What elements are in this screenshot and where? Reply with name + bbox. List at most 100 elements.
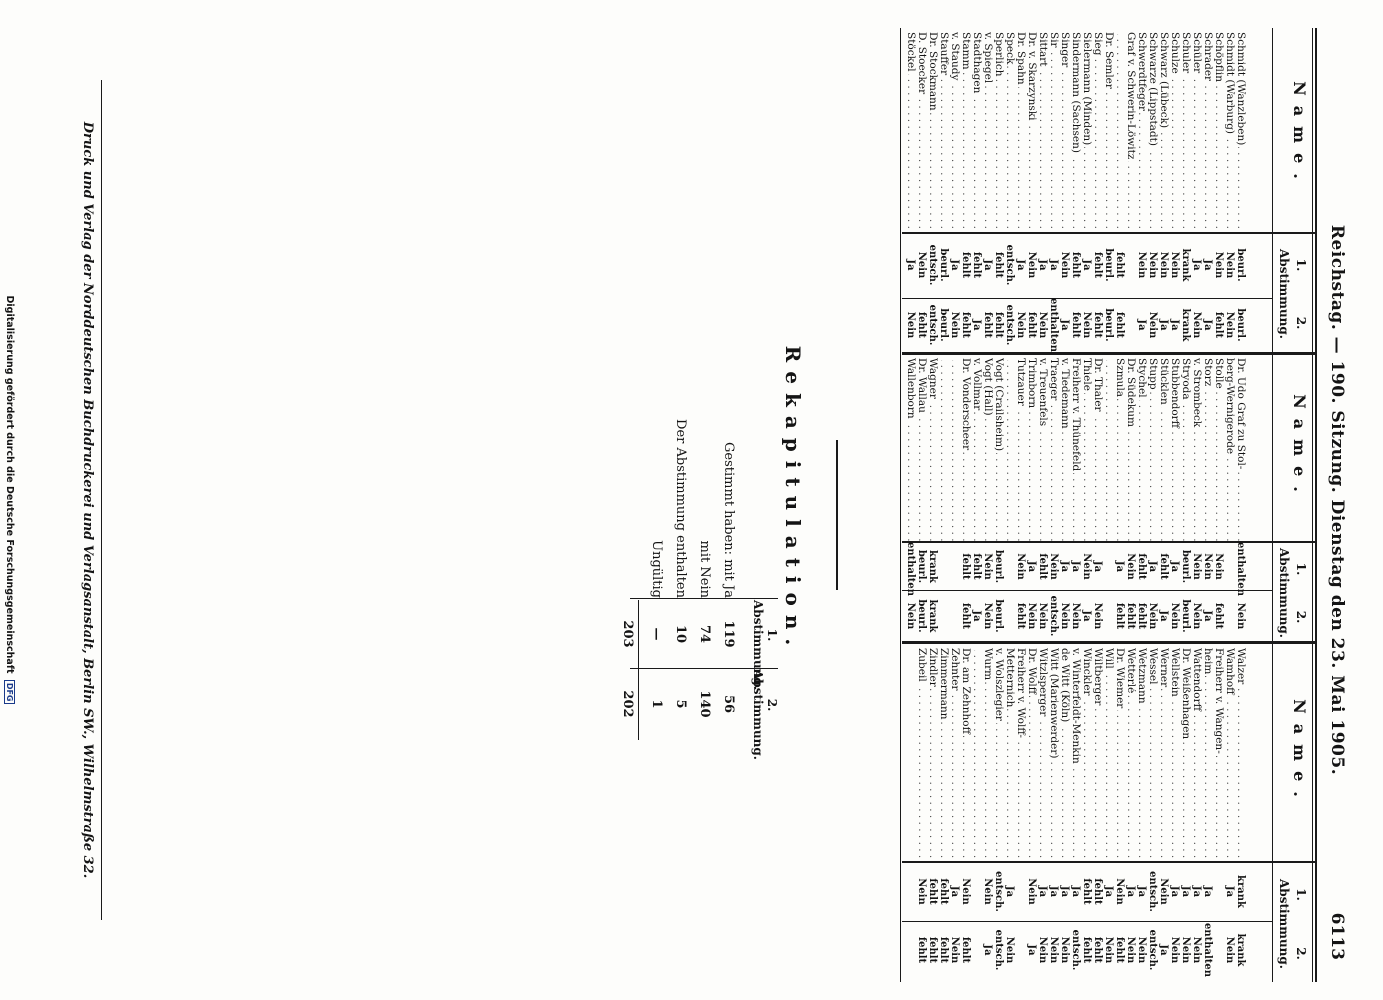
member-name: Wetzmann bbox=[1136, 648, 1147, 706]
vote-1: Nein bbox=[1136, 251, 1147, 279]
vote-1: beurl. bbox=[1103, 248, 1114, 282]
member-name: Sielermann (Minden) bbox=[1081, 32, 1092, 148]
recap-total-2: 202 bbox=[620, 690, 635, 718]
member-name: Stolle bbox=[1213, 358, 1224, 391]
table-row: SchülerJaNein bbox=[1191, 32, 1202, 352]
vote-2: Nein bbox=[1136, 936, 1147, 964]
member-name: Dr. Spahn bbox=[1015, 32, 1026, 87]
vote-1: Ja bbox=[1191, 259, 1202, 271]
table-row: StadthagenfehltJa bbox=[971, 32, 982, 352]
vote-1: Nein bbox=[1202, 553, 1213, 580]
vote-column-header: 1.2. Abstimmung. bbox=[1275, 865, 1309, 983]
vote-2: fehlt bbox=[1125, 602, 1136, 630]
table-row: Dr. SpahnJaNein bbox=[1015, 32, 1026, 352]
vote-1: Ja bbox=[1059, 560, 1070, 573]
member-name: Walzer bbox=[1235, 648, 1246, 687]
vote-1 bbox=[1224, 542, 1235, 591]
table-row: v. VollmarfehltJa bbox=[971, 358, 982, 641]
vote-1: entsch. bbox=[993, 871, 1004, 912]
vote-1: Ja bbox=[1037, 259, 1048, 271]
digitization-note: Digitalisierung gefördert durch die Deut… bbox=[4, 0, 15, 1000]
table-row bbox=[971, 648, 982, 979]
vote-2: Ja bbox=[1059, 319, 1070, 331]
table-row: MetternichJaNein bbox=[1004, 648, 1015, 979]
vote-2: fehlt bbox=[1081, 936, 1092, 964]
vote-1: Ja bbox=[1147, 560, 1158, 573]
vote-2: fehlt bbox=[982, 311, 993, 339]
member-name: Schöpflin bbox=[1213, 32, 1224, 85]
table-row bbox=[1103, 358, 1114, 641]
vote-one-header: 1. bbox=[1294, 562, 1308, 576]
member-name: Schulze bbox=[1169, 32, 1180, 76]
vote-2: Nein bbox=[1191, 311, 1202, 339]
digitization-note-text: Digitalisierung gefördert durch die Deut… bbox=[4, 295, 15, 674]
vote-1: Nein bbox=[1048, 553, 1059, 580]
vote-2: Ja bbox=[971, 610, 982, 622]
member-name: Freiherr v. Wolff- bbox=[1015, 648, 1026, 740]
vote-1: Ja bbox=[1103, 885, 1114, 898]
vote-2: Nein bbox=[1004, 936, 1015, 964]
vote-1: fehlt bbox=[1092, 878, 1103, 905]
vote-1 bbox=[949, 542, 960, 591]
vote-2: Nein bbox=[1235, 602, 1246, 630]
vote-1: fehlt bbox=[971, 553, 982, 580]
table-row: Schulerkrankkrank bbox=[1180, 32, 1191, 352]
vote-2: Ja bbox=[1136, 319, 1147, 331]
vote-2: Ja bbox=[1026, 944, 1037, 956]
vote-1 bbox=[1103, 542, 1114, 591]
vote-2: fehlt bbox=[1213, 311, 1224, 339]
vote-2: entsch. bbox=[1070, 929, 1081, 971]
vote-1: fehlt bbox=[1136, 553, 1147, 580]
table-row: D. StoeckerNeinfehlt bbox=[916, 32, 927, 352]
vote-2: Nein bbox=[1037, 311, 1048, 339]
recap-label: Der Abstimmung enthalten bbox=[673, 419, 688, 598]
member-name: Dr. Stockmann bbox=[927, 32, 938, 113]
member-name: Sieg bbox=[1092, 32, 1103, 58]
member-name: v. Winterfeldt-Menkin bbox=[1070, 648, 1081, 766]
vote-2: fehlt bbox=[1136, 602, 1147, 630]
vote-1: Nein bbox=[1147, 251, 1158, 279]
member-name bbox=[938, 358, 949, 360]
column-separator bbox=[902, 641, 1315, 644]
recap-label: Ungültig bbox=[649, 540, 664, 598]
vote-1: Ja bbox=[1169, 885, 1180, 898]
table-row: Freiherr v. Wolff- bbox=[1015, 648, 1026, 979]
table-row: heimJaenthalten bbox=[1202, 648, 1213, 979]
member-name: Tutzauer bbox=[1015, 358, 1026, 408]
vote-2: Nein bbox=[1169, 602, 1180, 630]
vote-1 bbox=[1213, 862, 1224, 921]
vote-1: beurl. bbox=[938, 248, 949, 282]
vote-2: krank bbox=[1235, 933, 1246, 967]
vote-1: Nein bbox=[1026, 878, 1037, 905]
vote-1: fehlt bbox=[938, 878, 949, 905]
vote-2: fehlt bbox=[960, 602, 971, 630]
table-row: SirJaenthalten bbox=[1048, 32, 1059, 352]
vote-1 bbox=[971, 862, 982, 921]
vote-1: Nein bbox=[1125, 553, 1136, 580]
table-row: Graf v. Schwerin-Löwitz bbox=[1125, 32, 1136, 352]
vote-1: beurl. bbox=[993, 549, 1004, 584]
vote-1: Ja bbox=[1202, 885, 1213, 898]
recap-value-2: 1 bbox=[649, 699, 664, 709]
table-row: v. Wolszlegierentsch.entsch. bbox=[993, 648, 1004, 979]
member-name bbox=[1004, 358, 1015, 360]
table-row: Speckentsch.entsch. bbox=[1004, 32, 1015, 352]
member-name: Wiltberger bbox=[1092, 648, 1103, 708]
vote-1: Nein bbox=[1015, 553, 1026, 580]
member-name: Singer bbox=[1059, 32, 1070, 70]
vote-2 bbox=[1224, 591, 1235, 641]
table-row: SittartJaNein bbox=[1037, 32, 1048, 352]
vote-label: Abstimmung. bbox=[1277, 548, 1291, 638]
vote-2: Ja bbox=[1202, 319, 1213, 331]
table-row bbox=[1004, 358, 1015, 641]
recap-value-2: 140 bbox=[697, 690, 712, 718]
member-name: Witzlsperger bbox=[1037, 648, 1048, 719]
vote-2: krank bbox=[927, 599, 938, 633]
vote-2: Nein bbox=[1015, 311, 1026, 339]
vote-1: Nein bbox=[1158, 878, 1169, 905]
table-row: StolleNeinfehlt bbox=[1213, 358, 1224, 641]
vote-1: Ja bbox=[1059, 885, 1070, 898]
vote-2: beurl. bbox=[1235, 308, 1246, 342]
